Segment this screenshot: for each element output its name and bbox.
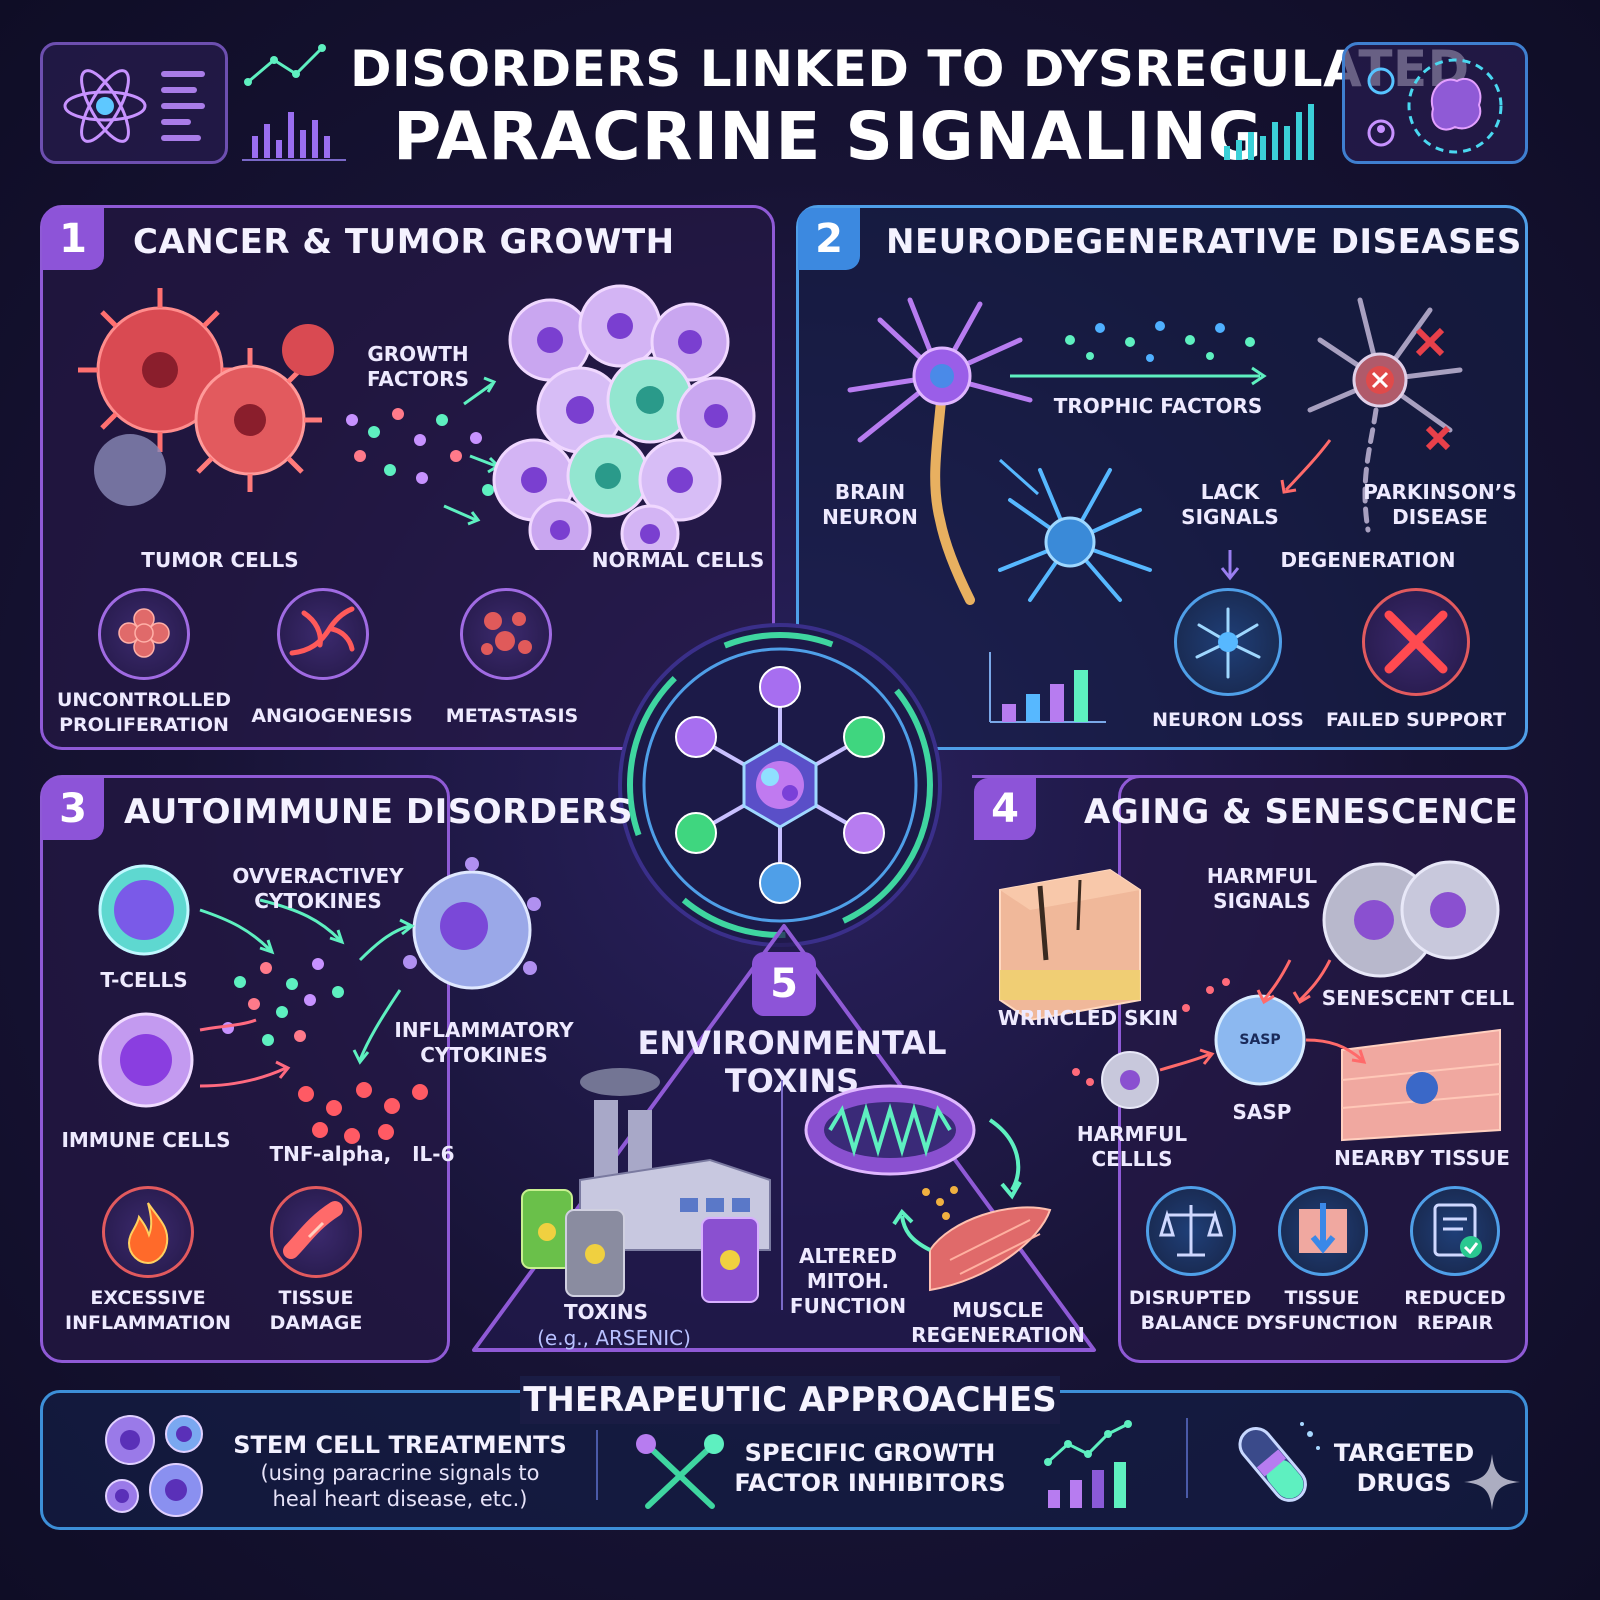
senescent-cell-icon (1322, 860, 1500, 978)
tissue-damage-label: TISSUE DAMAGE (269, 1287, 363, 1334)
panel-number: 2 (798, 208, 860, 270)
growth-factor-inhibitors-label: SPECIFIC GROWTH FACTOR INHIBITORS (734, 1439, 1006, 1497)
mitochondria-icon (804, 1084, 976, 1176)
scale-icon (1146, 1186, 1236, 1276)
altered-mito-label: ALTERED MITOH. FUNCTION (789, 1244, 907, 1318)
sasp-badge: SASP (1239, 1032, 1281, 1048)
panel-title: AUTOIMMUNE DISORDERS (124, 792, 633, 832)
reduced-repair-label: REDUCED REPAIR (1404, 1287, 1506, 1334)
bar-chart-icon (989, 652, 1106, 723)
panel-number: 4 (974, 778, 1036, 840)
tissue-down-icon (1278, 1186, 1368, 1276)
macrophage-icon (403, 857, 541, 990)
overactive-cytokines-label: OVVERACTIVEY CYTOKINES (232, 864, 404, 913)
inhibitor-syringes-icon (636, 1434, 724, 1509)
panel-title: ENVIRONMENTAL TOXINS (637, 1024, 947, 1100)
toxins-example-label: (e.g., ARSENIC) (537, 1326, 691, 1350)
harmful-cells-label: HARMFUL CELLLS (1076, 1122, 1188, 1171)
angiogenesis-label: ANGIOGENESIS (251, 705, 413, 727)
senescent-cell-label: SENESCENT CELL (1321, 986, 1515, 1010)
neuron-icon (1174, 588, 1282, 696)
stem-cells-icon (105, 1415, 203, 1517)
vessel-icon (277, 588, 369, 680)
panel-title: NEURODEGENERATIVE DISEASES (886, 222, 1522, 262)
wrinkled-skin-label: WRINCLED SKIN (997, 1006, 1179, 1030)
divider (596, 1430, 598, 1500)
trophic-factors-label: TROPHIC FACTORS (1053, 394, 1263, 418)
parkinsons-label: PARKINSON’S DISEASE (1363, 480, 1517, 529)
line-bar-chart-icon (242, 44, 346, 161)
sparkle-icon (1464, 1454, 1520, 1510)
divider (1186, 1418, 1188, 1498)
panel-number: 5 (752, 952, 816, 1016)
muscle-icon (929, 1206, 1052, 1292)
panel-number: 3 (42, 778, 104, 840)
panel-neuro (796, 205, 1528, 750)
page-title-line2: PARACRINE SIGNALING (393, 98, 1264, 175)
tissue-dysfunction-label: TISSUE DYSFUNCTION (1245, 1287, 1399, 1334)
nearby-tissue-icon (1341, 1028, 1501, 1142)
lack-signals-label: LACK SIGNALS (1181, 480, 1279, 529)
proliferation-label: UNCONTROLLED PROLIFERATION (56, 689, 232, 736)
flame-icon (102, 1186, 194, 1278)
tissue-icon (270, 1186, 362, 1278)
immune-cell-icon (98, 1012, 194, 1108)
tnf-il6-label: TNF-alpha, IL-6 (269, 1142, 455, 1166)
harmful-signals-label: HARMFUL SIGNALS (1206, 864, 1318, 913)
therapy-title: THERAPEUTIC APPROACHES (523, 1380, 1057, 1420)
sasp-label: SASP (1232, 1100, 1292, 1124)
degeneration-label: DEGENERATION (1280, 548, 1456, 572)
skin-block-icon (999, 868, 1141, 1022)
atom-icon (63, 69, 205, 143)
brain-neuron-icon (847, 297, 1033, 605)
panel-4-extension (972, 775, 1172, 778)
t-cells-label: T-CELLS (100, 968, 188, 992)
targeted-drugs-label: TARGETED DRUGS (1333, 1439, 1475, 1497)
panel-title: CANCER & TUMOR GROWTH (133, 222, 675, 262)
brain-icon (1367, 58, 1503, 154)
toxin-illustration (521, 1068, 1052, 1310)
excessive-inflammation-label: EXCESSIVE INFLAMMATION (65, 1287, 231, 1334)
spread-icon (460, 588, 552, 680)
x-icon (1362, 588, 1470, 696)
trend-chart-icon (1044, 1420, 1132, 1508)
clipboard-check-icon (1410, 1186, 1500, 1276)
header-right-badge (1342, 42, 1528, 164)
neuron-loss-label: NEURON LOSS (1152, 709, 1304, 731)
muscle-regeneration-label: MUSCLE REGENERATION (911, 1298, 1085, 1347)
nearby-tissue-label: NEARBY TISSUE (1334, 1146, 1510, 1170)
bar-chart-icon (1224, 104, 1314, 160)
tumor-cells-icon (78, 288, 334, 506)
header-left-badge (40, 42, 228, 164)
failed-support-label: FAILED SUPPORT (1326, 709, 1506, 731)
central-molecule-hub (618, 623, 942, 947)
cytokine-illustration (98, 857, 541, 1144)
therapy-title-backdrop (520, 1376, 1060, 1424)
cluster-icon (98, 588, 190, 680)
stem-cell-treatments-label: STEM CELL TREATMENTS (233, 1431, 567, 1459)
stem-cell-treatments-sub: (using paracrine signals to heal heart d… (260, 1461, 540, 1511)
panel-number: 1 (42, 208, 104, 270)
growth-factors-label: GROWTH FACTORS (367, 342, 469, 391)
test-tube-icon (1238, 1422, 1320, 1502)
page-title-line1: DISORDERS LINKED TO DYSREGULATED (350, 40, 1470, 98)
immune-cells-label: IMMUNE CELLS (61, 1128, 231, 1152)
neuron-signaling-illustration (847, 297, 1463, 605)
metastasis-label: METASTASIS (445, 705, 579, 727)
aging-illustration (999, 860, 1501, 1142)
tumor-cells-label: TUMOR CELLS (141, 548, 299, 572)
inflammatory-cytokines-label: INFLAMMATORY CYTOKINES (394, 1018, 574, 1067)
brain-neuron-label: BRAIN NEURON (822, 480, 918, 529)
barrel-icons (521, 1189, 759, 1303)
tumor-signaling-illustration (78, 284, 756, 550)
growth-factor-dots (346, 408, 494, 496)
toxins-label: TOXINS (564, 1300, 648, 1324)
disrupted-balance-label: DISRUPTED BALANCE (1128, 1287, 1252, 1334)
normal-cells-label: NORMAL CELLS (591, 548, 765, 572)
panel-title: AGING & SENESCENCE (1084, 792, 1519, 832)
